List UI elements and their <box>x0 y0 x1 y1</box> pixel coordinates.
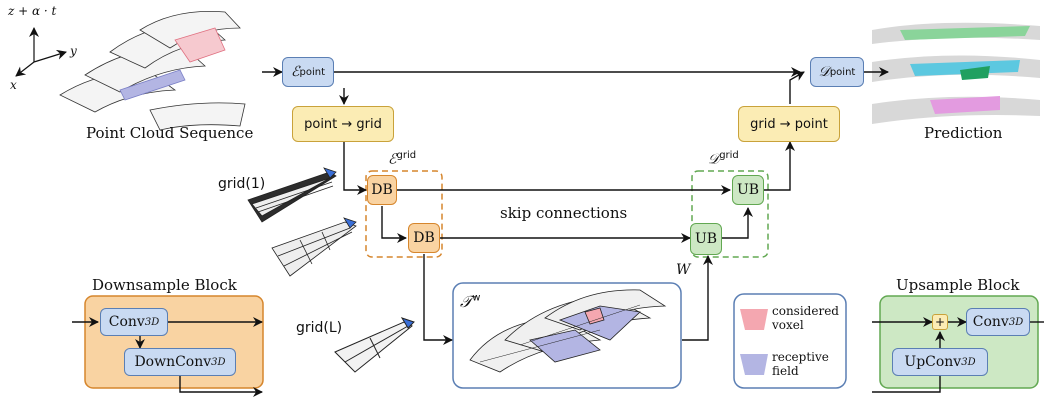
grid-encoder-label: ℰgrid <box>388 150 417 168</box>
flow-arrows <box>72 67 1044 397</box>
considered-voxel-swatch <box>740 309 768 330</box>
decoder-grid-group <box>691 170 769 258</box>
receptive-field-legend: receptive field <box>772 350 829 378</box>
grid-1-caption: grid(1) <box>218 176 266 192</box>
point-cloud-caption: Point Cloud Sequence <box>86 124 254 142</box>
skip-connections-caption: skip connections <box>500 204 628 222</box>
grid-L-caption: grid(L) <box>296 320 343 336</box>
window-size-label: W <box>676 262 691 278</box>
grid-2-illustration <box>271 217 357 277</box>
point-cloud-illustration <box>59 11 246 131</box>
coordinate-axes <box>15 27 67 77</box>
upsample-block-title: Upsample Block <box>896 276 1020 294</box>
grid-decoder-label: 𝒟grid <box>708 150 739 168</box>
point-to-grid-node: point → grid <box>292 106 394 142</box>
transformer-window-illustration <box>469 289 667 373</box>
prediction-caption: Prediction <box>924 124 1003 142</box>
axis-y-label: y <box>70 44 77 58</box>
window-transformer-label: 𝒯w <box>460 292 481 311</box>
encoder-grid-group <box>365 170 443 258</box>
downsample-block-title: Downsample Block <box>92 276 237 294</box>
grid-to-point-node: grid → point <box>738 106 840 142</box>
upsample-block-node-2: UB <box>690 223 722 255</box>
receptive-field-swatch <box>740 354 768 375</box>
axis-x-label: x <box>10 78 17 92</box>
upsample-block-node-1: UB <box>732 175 764 205</box>
axis-z-label: z + α · t <box>8 4 57 18</box>
considered-voxel-legend: considered voxel <box>772 304 839 332</box>
downsample-block-node-2: DB <box>408 223 440 253</box>
downsample-block-node-1: DB <box>367 175 397 205</box>
grid-L-illustration <box>334 317 415 373</box>
add-node: + <box>932 314 948 330</box>
grid-1-illustration <box>247 167 337 223</box>
prediction-illustration <box>872 22 1040 124</box>
